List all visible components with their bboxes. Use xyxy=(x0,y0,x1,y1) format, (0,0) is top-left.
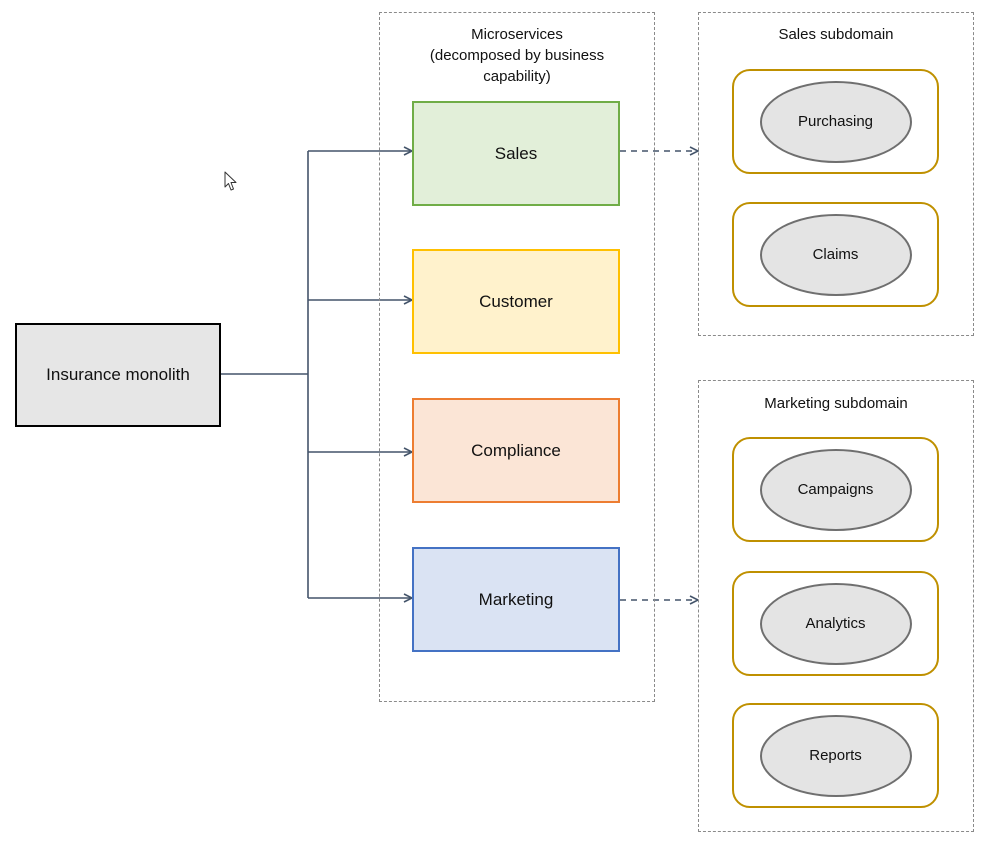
marketing-subdomain-item-analytics[interactable]: Analytics xyxy=(732,571,939,676)
service-marketing-label: Marketing xyxy=(478,589,554,609)
sales-subdomain-group xyxy=(698,12,974,336)
insurance-monolith-label: Insurance monolith xyxy=(46,365,190,384)
purchasing-ellipse: Purchasing xyxy=(759,80,912,163)
insurance-monolith-box[interactable]: Insurance monolith xyxy=(15,323,221,427)
analytics-ellipse: Analytics xyxy=(759,582,912,665)
marketing-subdomain-group xyxy=(698,380,974,832)
service-sales-label: Sales xyxy=(494,143,538,163)
sales-subdomain-title: Sales subdomain xyxy=(778,26,894,43)
service-customer-label: Customer xyxy=(479,291,553,311)
reports-label: Reports xyxy=(809,747,862,764)
microservices-group xyxy=(379,12,655,702)
claims-ellipse: Claims xyxy=(759,213,912,296)
service-compliance-box[interactable]: Compliance xyxy=(412,398,620,503)
claims-label: Claims xyxy=(812,246,859,263)
sales-subdomain-item-claims[interactable]: Claims xyxy=(732,202,939,307)
marketing-subdomain-item-campaigns[interactable]: Campaigns xyxy=(732,437,939,542)
marketing-subdomain-item-reports[interactable]: Reports xyxy=(732,703,939,808)
sales-subdomain-item-purchasing[interactable]: Purchasing xyxy=(732,69,939,174)
service-marketing-box[interactable]: Marketing xyxy=(412,547,620,652)
mouse-cursor-icon xyxy=(224,171,237,191)
microservices-title: Microservices (decomposed by business ca… xyxy=(429,26,605,85)
service-compliance-label: Compliance xyxy=(471,440,561,460)
service-customer-box[interactable]: Customer xyxy=(412,249,620,354)
service-sales-box[interactable]: Sales xyxy=(412,101,620,206)
marketing-subdomain-title: Marketing subdomain xyxy=(764,395,908,412)
campaigns-ellipse: Campaigns xyxy=(759,448,912,531)
campaigns-label: Campaigns xyxy=(797,481,874,498)
analytics-label: Analytics xyxy=(805,615,866,632)
purchasing-label: Purchasing xyxy=(797,113,874,130)
reports-ellipse: Reports xyxy=(759,714,912,797)
